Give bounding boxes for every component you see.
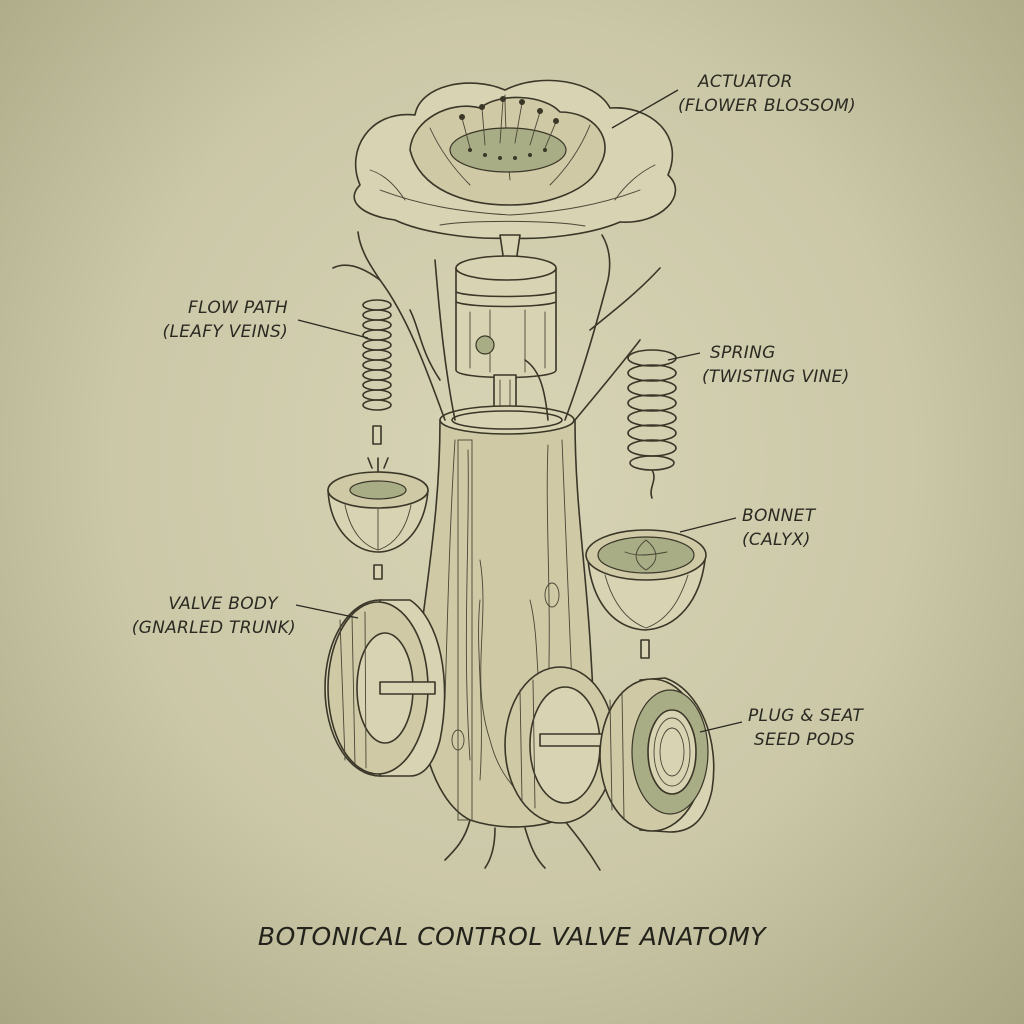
- label-spring-line1: SPRING: [710, 343, 776, 363]
- branches: [332, 231, 661, 421]
- leafy-vein-spring-left: [362, 299, 392, 445]
- log-disc-left: [324, 599, 446, 777]
- label-actuator: ACTUATOR (FLOWER BLOSSOM): [678, 70, 856, 118]
- plug-seat-disc-right: [599, 677, 715, 833]
- label-actuator-line1: ACTUATOR: [698, 72, 793, 92]
- label-valve-body-line1: VALVE BODY: [168, 594, 278, 614]
- leader-lines: [295, 89, 743, 733]
- label-flow-path-line2: (LEAFY VEINS): [162, 322, 288, 342]
- label-valve-body: VALVE BODY (GNARLED TRUNK): [120, 592, 296, 640]
- label-bonnet-line2: (CALYX): [742, 530, 811, 550]
- label-plug-seat: PLUG & SEAT SEED PODS: [748, 704, 863, 752]
- label-flow-path-line1: FLOW PATH: [188, 298, 288, 318]
- calyx-bonnet: [585, 529, 707, 659]
- label-flow-path: FLOW PATH (LEAFY VEINS): [150, 296, 288, 344]
- label-spring: SPRING (TWISTING VINE): [702, 341, 850, 389]
- seed-pod-left: [327, 457, 429, 580]
- flower-blossom-actuator: [353, 79, 677, 263]
- label-plug-seat-line1: PLUG & SEAT: [748, 706, 864, 726]
- label-actuator-line2: (FLOWER BLOSSOM): [678, 96, 856, 116]
- twisting-vine-spring-right: [627, 349, 677, 499]
- label-plug-seat-line2: SEED PODS: [754, 730, 855, 750]
- label-bonnet-line1: BONNET: [742, 506, 816, 526]
- diagram-title: BOTONICAL CONTROL VALVE ANATOMY: [257, 922, 767, 951]
- label-bonnet: BONNET (CALYX): [742, 504, 815, 552]
- label-spring-line2: (TWISTING VINE): [702, 367, 850, 387]
- label-valve-body-line2: (GNARLED TRUNK): [131, 618, 296, 638]
